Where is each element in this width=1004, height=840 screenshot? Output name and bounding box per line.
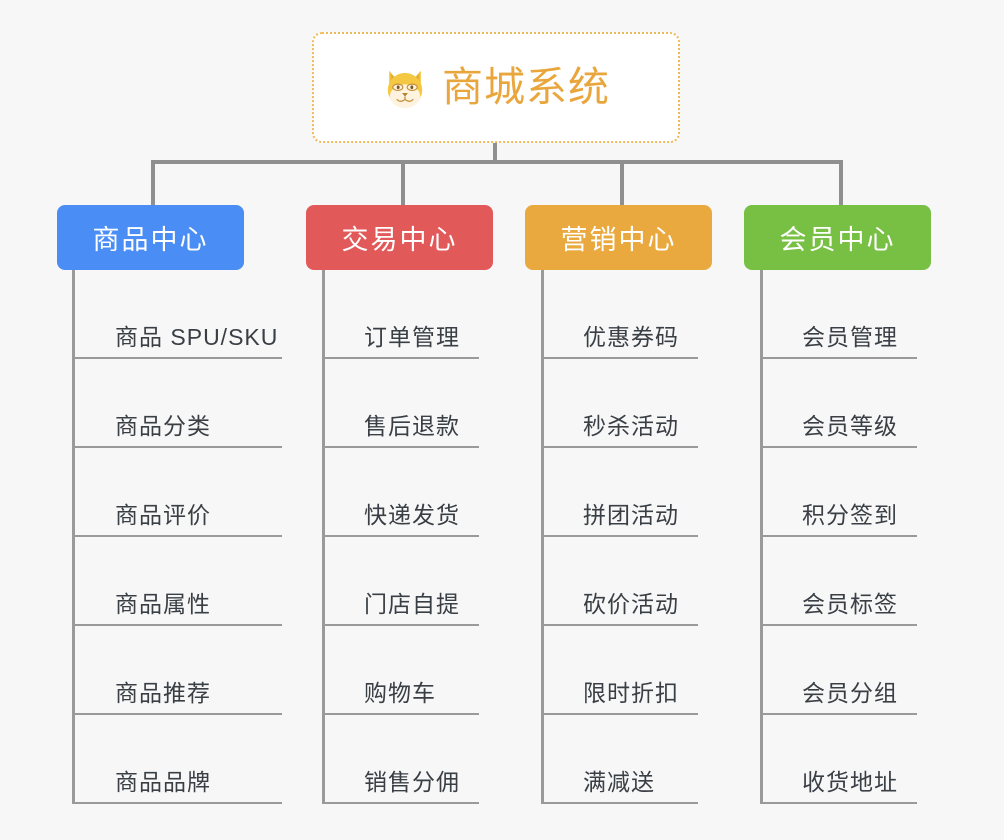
connector-drop-3 [620, 160, 624, 205]
leaf-underline [541, 446, 698, 448]
leaf-label: 订单管理 [364, 324, 460, 350]
leaf-label: 会员管理 [802, 324, 898, 350]
leaf-item[interactable]: 积分签到 [744, 448, 931, 537]
leaf-list-1: 商品 SPU/SKU 商品分类商品评价商品属性商品推荐商品品牌 [57, 270, 282, 804]
leaf-item[interactable]: 售后退款 [306, 359, 493, 448]
leaf-underline [760, 446, 917, 448]
leaf-underline [541, 713, 698, 715]
connector-drop-2 [401, 160, 405, 205]
branch-column-1: 商品中心商品 SPU/SKU 商品分类商品评价商品属性商品推荐商品品牌 [57, 205, 282, 804]
category-box-营销中心[interactable]: 营销中心 [525, 205, 712, 270]
leaf-underline [760, 713, 917, 715]
leaf-underline [322, 802, 479, 804]
connector-bus [151, 160, 839, 164]
leaf-label: 收货地址 [802, 769, 898, 795]
leaf-underline [760, 357, 917, 359]
leaf-item[interactable]: 商品 SPU/SKU [57, 270, 282, 359]
leaf-label: 商品 SPU/SKU [115, 324, 279, 350]
branch-spine-4 [760, 270, 763, 804]
leaf-label: 会员分组 [802, 680, 898, 706]
branch-spine-2 [322, 270, 325, 804]
branch-column-4: 会员中心会员管理会员等级积分签到会员标签会员分组收货地址 [744, 205, 931, 804]
leaf-underline [760, 624, 917, 626]
leaf-underline [760, 802, 917, 804]
leaf-underline [541, 802, 698, 804]
leaf-item[interactable]: 砍价活动 [525, 537, 712, 626]
leaf-item[interactable]: 销售分佣 [306, 715, 493, 804]
leaf-underline [541, 357, 698, 359]
leaf-label: 门店自提 [364, 591, 460, 617]
leaf-underline [322, 446, 479, 448]
leaf-item[interactable]: 订单管理 [306, 270, 493, 359]
leaf-underline [72, 802, 282, 804]
branch-spine-1 [72, 270, 75, 804]
leaf-underline [72, 357, 282, 359]
leaf-item[interactable]: 购物车 [306, 626, 493, 715]
leaf-item[interactable]: 收货地址 [744, 715, 931, 804]
leaf-label: 快递发货 [364, 502, 460, 528]
leaf-underline [72, 446, 282, 448]
leaf-item[interactable]: 优惠券码 [525, 270, 712, 359]
connector-drop-1 [151, 160, 155, 205]
category-box-交易中心[interactable]: 交易中心 [306, 205, 493, 270]
leaf-item[interactable]: 商品属性 [57, 537, 282, 626]
leaf-item[interactable]: 商品评价 [57, 448, 282, 537]
branch-spine-3 [541, 270, 544, 804]
root-title: 商城系统 [442, 64, 610, 110]
category-box-商品中心[interactable]: 商品中心 [57, 205, 244, 270]
leaf-label: 满减送 [583, 769, 655, 795]
leaf-label: 销售分佣 [364, 769, 460, 795]
leaf-underline [541, 535, 698, 537]
leaf-label: 拼团活动 [583, 502, 679, 528]
leaf-label: 优惠券码 [583, 324, 679, 350]
leaf-underline [322, 624, 479, 626]
leaf-list-3: 优惠券码秒杀活动拼团活动砍价活动限时折扣满减送 [525, 270, 712, 804]
leaf-underline [322, 713, 479, 715]
leaf-list-4: 会员管理会员等级积分签到会员标签会员分组收货地址 [744, 270, 931, 804]
leaf-label: 商品属性 [115, 591, 211, 617]
leaf-item[interactable]: 拼团活动 [525, 448, 712, 537]
branch-column-3: 营销中心优惠券码秒杀活动拼团活动砍价活动限时折扣满减送 [525, 205, 712, 804]
leaf-label: 积分签到 [802, 502, 898, 528]
leaf-list-2: 订单管理售后退款快递发货门店自提购物车销售分佣 [306, 270, 493, 804]
leaf-underline [72, 535, 282, 537]
leaf-underline [72, 624, 282, 626]
leaf-item[interactable]: 满减送 [525, 715, 712, 804]
leaf-label: 会员标签 [802, 591, 898, 617]
leaf-item[interactable]: 会员等级 [744, 359, 931, 448]
leaf-item[interactable]: 会员标签 [744, 537, 931, 626]
leaf-item[interactable]: 商品品牌 [57, 715, 282, 804]
dog-face-icon [382, 65, 428, 111]
leaf-label: 砍价活动 [583, 591, 679, 617]
leaf-item[interactable]: 商品推荐 [57, 626, 282, 715]
leaf-label: 秒杀活动 [583, 413, 679, 439]
leaf-item[interactable]: 门店自提 [306, 537, 493, 626]
leaf-label: 售后退款 [364, 413, 460, 439]
leaf-underline [322, 357, 479, 359]
category-box-会员中心[interactable]: 会员中心 [744, 205, 931, 270]
connector-stem [493, 143, 497, 163]
leaf-item[interactable]: 会员分组 [744, 626, 931, 715]
branch-column-2: 交易中心订单管理售后退款快递发货门店自提购物车销售分佣 [306, 205, 493, 804]
leaf-label: 购物车 [364, 680, 436, 706]
connector-drop-4 [839, 160, 843, 205]
leaf-label: 商品分类 [115, 413, 211, 439]
leaf-item[interactable]: 秒杀活动 [525, 359, 712, 448]
leaf-label: 限时折扣 [583, 680, 679, 706]
leaf-underline [322, 535, 479, 537]
leaf-label: 商品品牌 [115, 769, 211, 795]
leaf-underline [760, 535, 917, 537]
leaf-item[interactable]: 商品分类 [57, 359, 282, 448]
leaf-label: 商品推荐 [115, 680, 211, 706]
leaf-item[interactable]: 限时折扣 [525, 626, 712, 715]
leaf-underline [541, 624, 698, 626]
leaf-item[interactable]: 快递发货 [306, 448, 493, 537]
leaf-label: 商品评价 [115, 502, 211, 528]
leaf-item[interactable]: 会员管理 [744, 270, 931, 359]
leaf-label: 会员等级 [802, 413, 898, 439]
root-node[interactable]: 商城系统 [312, 32, 680, 143]
leaf-underline [72, 713, 282, 715]
